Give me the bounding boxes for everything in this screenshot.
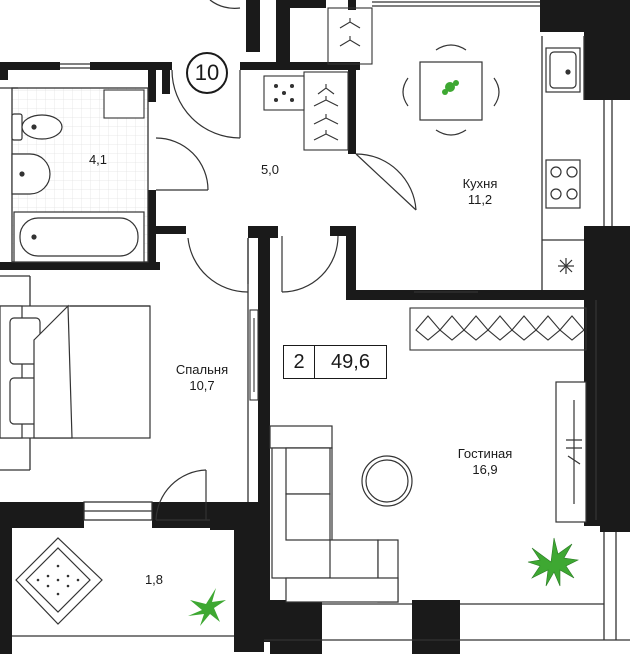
toilet-icon xyxy=(11,113,63,141)
dining-table-icon xyxy=(402,44,500,136)
room-label-balcony: 1,8 xyxy=(134,572,174,588)
plant-icon xyxy=(442,80,459,95)
plant-icon xyxy=(527,537,579,587)
room-label-hall: 5,0 xyxy=(250,162,290,178)
hall-area: 5,0 xyxy=(260,162,280,177)
door-swings xyxy=(155,69,417,521)
room-label-kitchen: Кухня 11,2 xyxy=(448,176,512,208)
fan-icon xyxy=(558,258,574,274)
apartment-summary: 2 49,6 xyxy=(283,345,387,379)
ottoman-icon xyxy=(263,75,305,111)
unit-number-badge: 10 xyxy=(186,52,228,94)
washer-outline xyxy=(103,89,145,119)
room-label-bedroom: Спальня 10,7 xyxy=(162,362,242,394)
sink-icon xyxy=(11,153,51,195)
armchair-icon xyxy=(15,537,103,625)
room-count: 2 xyxy=(284,346,315,378)
kitchen-name: Кухня xyxy=(462,176,498,191)
kitchen-area: 11,2 xyxy=(467,192,493,207)
room-label-living: Гостиная 16,9 xyxy=(440,446,530,478)
total-area: 49,6 xyxy=(331,350,370,373)
bedroom-wardrobe xyxy=(249,309,259,401)
plant-icon xyxy=(188,588,226,626)
bedroom-name: Спальня xyxy=(175,362,229,377)
kitchen-sink-icon xyxy=(545,47,581,93)
tv-icon xyxy=(555,381,587,523)
bedroom-area: 10,7 xyxy=(189,378,215,393)
room-label-bathroom: 4,1 xyxy=(78,152,118,168)
stove-icon xyxy=(545,159,581,209)
unit-number: 10 xyxy=(194,60,220,85)
bathroom-area: 4,1 xyxy=(88,152,108,167)
bed-icon xyxy=(0,304,151,439)
sofa-icon xyxy=(269,425,399,603)
coffee-table-icon xyxy=(361,455,413,507)
living-name: Гостиная xyxy=(457,446,513,461)
balcony-area: 1,8 xyxy=(144,572,164,587)
wardrobe-hangers-icon xyxy=(409,307,587,351)
bathtub-icon xyxy=(13,211,145,263)
wardrobe-hangers-icon xyxy=(303,7,373,151)
living-area: 16,9 xyxy=(472,462,498,477)
